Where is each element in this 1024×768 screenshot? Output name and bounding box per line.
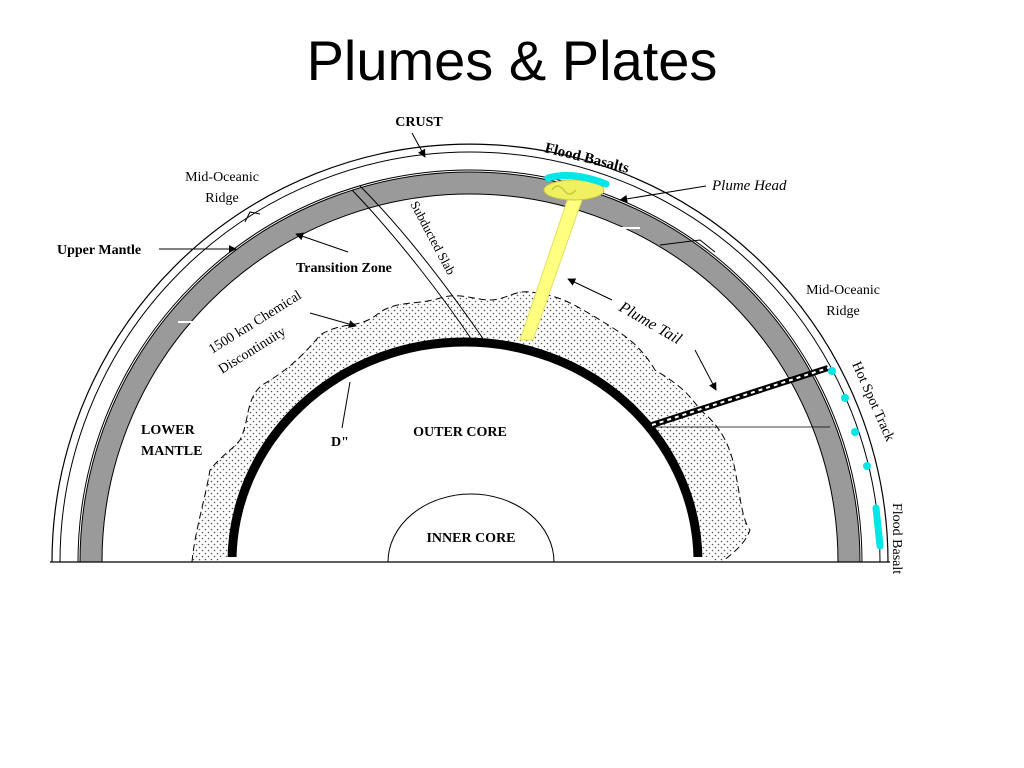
plume-head bbox=[543, 179, 605, 201]
label-outer-core: OUTER CORE bbox=[413, 425, 507, 440]
label-mid-oceanic-ridge-left-1: Mid-Oceanic bbox=[185, 170, 259, 185]
label-subducted-slab: Subducted Slab bbox=[407, 198, 458, 277]
label-mid-oceanic-ridge-right-1: Mid-Oceanic bbox=[806, 283, 880, 298]
flood-basalts-top bbox=[544, 172, 610, 188]
flood-basalt-right bbox=[872, 504, 884, 550]
label-mid-oceanic-ridge-right-2: Ridge bbox=[826, 304, 859, 319]
label-transition-zone: Transition Zone bbox=[296, 261, 392, 276]
upper-mantle-arc bbox=[77, 169, 863, 563]
inner-core bbox=[387, 493, 555, 563]
label-lower-mantle-2: MANTLE bbox=[141, 444, 202, 459]
outer-core bbox=[227, 337, 703, 567]
label-flood-basalts: Flood Basalts bbox=[543, 140, 631, 176]
label-flood-basalt: Flood Basalt bbox=[889, 503, 904, 574]
label-lower-mantle-1: LOWER bbox=[141, 423, 196, 438]
label-upper-mantle: Upper Mantle bbox=[57, 243, 141, 258]
label-inner-core: INNER CORE bbox=[426, 531, 515, 546]
label-d-double-prime: D" bbox=[331, 435, 349, 450]
subducted-slab bbox=[351, 189, 473, 341]
crust-outer-arc bbox=[51, 143, 889, 563]
left-ridge-mark bbox=[244, 211, 261, 223]
label-crust: CRUST bbox=[395, 115, 443, 130]
right-ridge-mark bbox=[659, 239, 716, 253]
slide-title: Plumes & Plates bbox=[306, 29, 718, 92]
label-plume-head: Plume Head bbox=[711, 178, 787, 194]
crust-inner-arc bbox=[59, 151, 881, 563]
label-mid-oceanic-ridge-left-2: Ridge bbox=[205, 191, 238, 206]
hot-spot-dot bbox=[828, 367, 836, 375]
